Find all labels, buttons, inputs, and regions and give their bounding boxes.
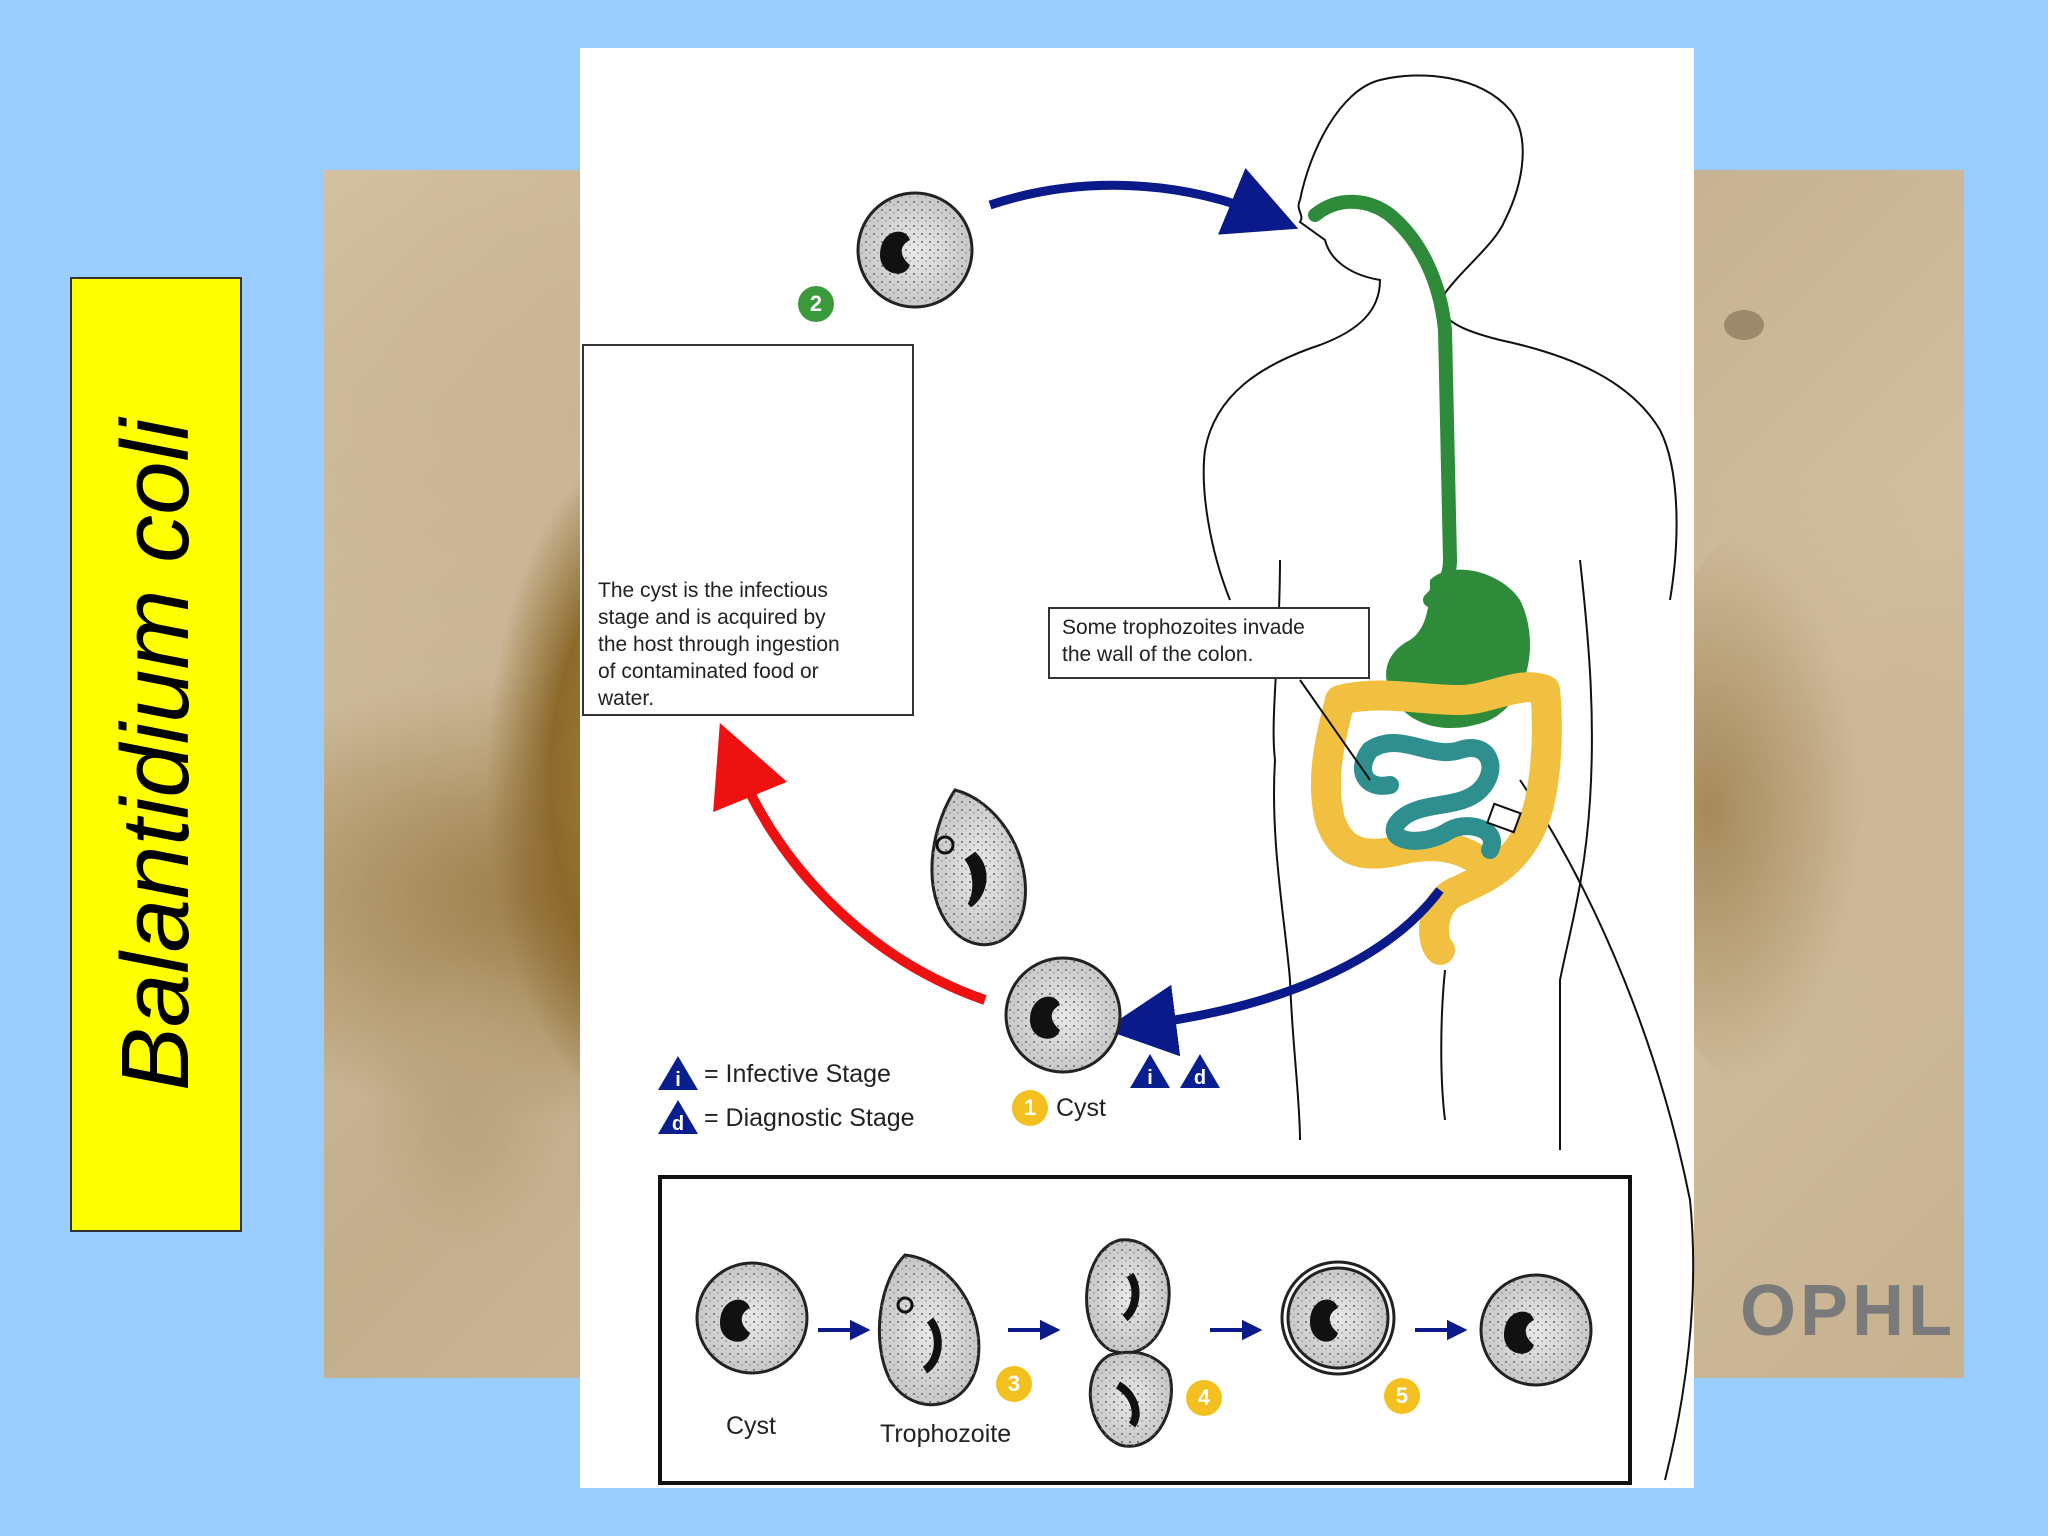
cyst-icon — [856, 191, 974, 309]
legend-diagnostic-letter: d — [672, 1113, 684, 1135]
trophozoite-icon — [877, 1253, 981, 1407]
colon-caption-pointer — [1299, 679, 1371, 781]
ingestion-caption: The cyst is the infectious stage and is … — [598, 578, 840, 712]
stage-number-5: 5 — [1384, 1378, 1420, 1414]
caption-line: water. — [598, 686, 655, 710]
ingestion-box — [582, 344, 914, 716]
legend-infective-text: = Infective Stage — [704, 1060, 891, 1088]
caption-line: Some trophozoites invade — [1062, 616, 1305, 639]
diagnostic-letter: d — [1194, 1067, 1206, 1089]
stage-number-3: 3 — [996, 1366, 1032, 1402]
small-intestine — [1354, 733, 1501, 859]
human-body-outline — [1202, 74, 1695, 1481]
ophl-watermark: OPHL — [1740, 1271, 1957, 1351]
caption-line: The cyst is the infectious — [598, 579, 828, 602]
stage-number-4: 4 — [1186, 1380, 1222, 1416]
caption-line: of contaminated food or — [598, 659, 819, 683]
colon-detail-marker — [1486, 802, 1522, 834]
trophozoite-icon — [1085, 1238, 1173, 1448]
title-box: Balantidium coli — [70, 277, 242, 1232]
diagnostic-stage-icon: d — [658, 1100, 698, 1135]
stage-number-2: 2 — [798, 286, 834, 322]
legend-infective-letter: i — [675, 1069, 681, 1091]
legend-diagnostic-text: = Diagnostic Stage — [704, 1104, 915, 1132]
development-stages-box — [658, 1175, 1632, 1485]
cyst-label: Cyst — [1056, 1094, 1106, 1122]
diagnostic-stage-icon: d — [1180, 1054, 1220, 1089]
infective-stage-icon: i — [1130, 1054, 1170, 1089]
arrow-icon — [988, 168, 1299, 235]
cyst-icon — [1280, 1260, 1396, 1376]
trophozoite-icon — [930, 788, 1027, 947]
colon-invasion-box: Some trophozoites invade the wall of the… — [1048, 607, 1370, 679]
stages-trophozoite-label: Trophozoite — [880, 1420, 1012, 1448]
debris-left — [364, 950, 564, 1250]
cyst-icon — [1479, 1273, 1593, 1387]
cyst-icon — [695, 1261, 809, 1375]
debris-small — [1724, 310, 1764, 340]
arrow-icon — [713, 722, 987, 1005]
stages-cyst-label: Cyst — [726, 1412, 776, 1440]
arrow-icon — [818, 1319, 1468, 1341]
cyst-icon — [1004, 956, 1122, 1074]
arrow-icon — [1104, 887, 1444, 1057]
infective-stage-icon: i — [658, 1056, 698, 1091]
stage-number-1: 1 — [1012, 1090, 1048, 1126]
colon — [1310, 672, 1562, 965]
caption-line: the wall of the colon. — [1062, 642, 1254, 666]
caption-line: the host through ingestion — [598, 632, 840, 656]
infective-letter: i — [1147, 1067, 1153, 1089]
caption-line: stage and is acquired by — [598, 605, 826, 629]
